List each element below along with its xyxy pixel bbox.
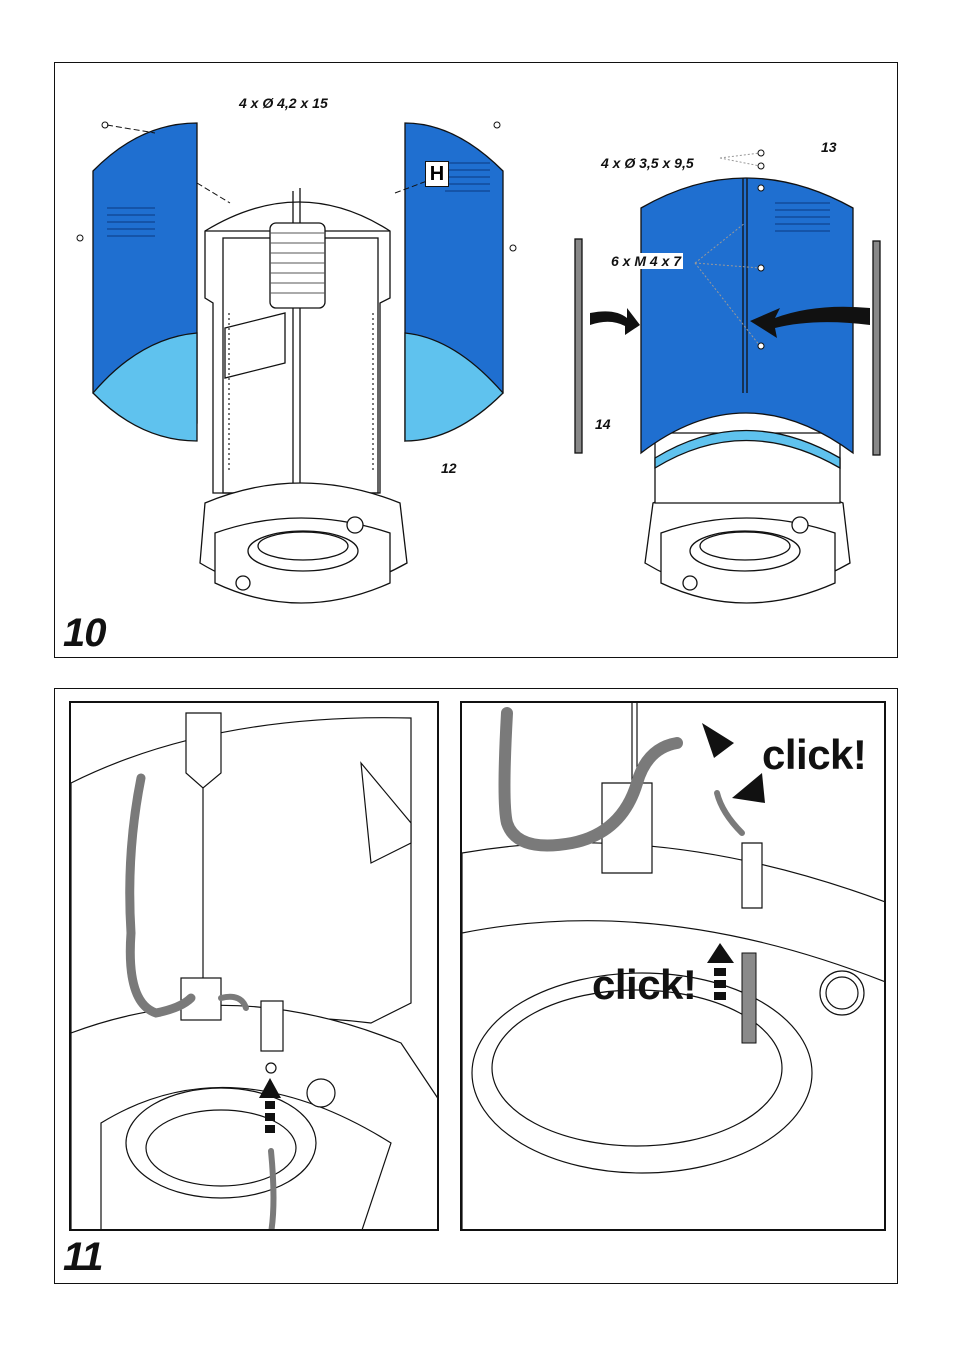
right-hood-body (644, 432, 851, 604)
insert-arrows (590, 306, 870, 338)
bolt-label: 6 x M 4 x 7 (609, 253, 684, 269)
click-label-upper: click! (762, 731, 867, 778)
figure-10-panel: 4 x Ø 4,2 x 15 4 x Ø 3,5 x 9,5 6 x M 4 x… (54, 62, 898, 658)
figure-11-panel: click! click! 11 (54, 688, 898, 1284)
figure-number-11: 11 (63, 1235, 104, 1279)
trim-strips (574, 238, 881, 456)
callout-12: 12 (441, 460, 457, 476)
screw-label-right: 4 x Ø 3,5 x 9,5 (601, 155, 694, 171)
figure-11-right-view: click! click! (460, 701, 886, 1231)
right-side-panel (404, 122, 504, 442)
callout-14: 14 (595, 416, 611, 432)
left-screws (76, 121, 517, 252)
left-view-illustration (71, 712, 437, 1229)
figure-10-illustration (76, 121, 881, 604)
callout-13: 13 (821, 139, 837, 155)
left-hood-body (199, 188, 408, 604)
right-view-illustration (462, 703, 884, 1229)
click-label-lower: click! (592, 961, 697, 1008)
wrap-panel (640, 177, 854, 470)
hose-left (125, 773, 196, 1018)
figure-number-10: 10 (63, 611, 106, 655)
callout-h: H (425, 161, 449, 187)
click-arrows (702, 723, 765, 1000)
hose-right (498, 707, 683, 852)
left-side-panel (92, 122, 198, 442)
screw-label-left: 4 x Ø 4,2 x 15 (239, 95, 328, 111)
leader-lines (694, 152, 761, 347)
figure-11-left-view (69, 701, 439, 1231)
